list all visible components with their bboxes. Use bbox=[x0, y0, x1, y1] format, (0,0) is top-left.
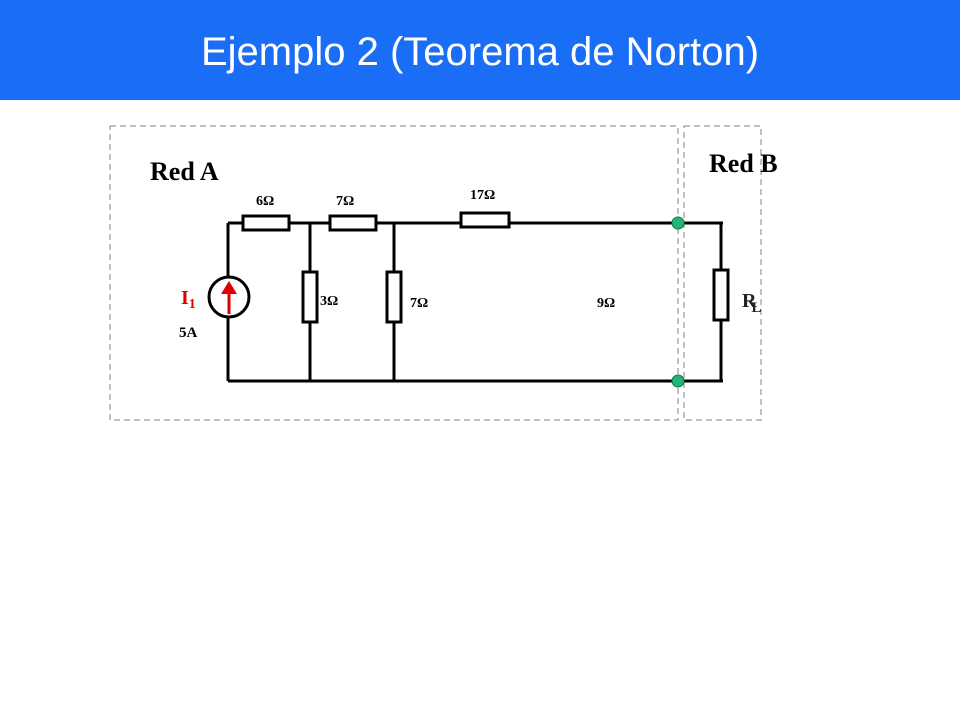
resistor-6ohm-label: 6Ω bbox=[256, 194, 274, 209]
current-source-arrow-icon bbox=[221, 281, 237, 314]
load-label: RL bbox=[742, 290, 761, 316]
resistor-7ohm-series bbox=[328, 214, 378, 232]
network-b-box bbox=[683, 125, 762, 421]
source-label: I1 bbox=[181, 287, 196, 312]
source-subscript: 1 bbox=[189, 297, 196, 312]
resistor-load bbox=[712, 268, 730, 322]
resistor-3ohm-label: 3Ω bbox=[320, 294, 338, 309]
network-b-label: Red B bbox=[709, 149, 778, 178]
network-a-box bbox=[109, 125, 679, 421]
resistor-7ohm-shunt bbox=[385, 270, 403, 324]
title-bar: Ejemplo 2 (Teorema de Norton) bbox=[0, 0, 960, 100]
terminal-bottom bbox=[671, 374, 685, 388]
resistor-7ohm-series-label: 7Ω bbox=[336, 194, 354, 209]
resistor-3ohm bbox=[301, 270, 319, 324]
terminal-top bbox=[671, 216, 685, 230]
resistor-9ohm-label: 9Ω bbox=[597, 296, 615, 311]
resistor-17ohm-label: 17Ω bbox=[470, 188, 495, 203]
page-title: Ejemplo 2 (Teorema de Norton) bbox=[200, 29, 760, 74]
source-value-label: 5A bbox=[179, 325, 198, 341]
resistor-7ohm-shunt-label: 7Ω bbox=[410, 296, 428, 311]
network-a-label: Red A bbox=[150, 157, 219, 186]
source-name: I bbox=[181, 287, 189, 309]
resistor-6ohm bbox=[241, 214, 291, 232]
load-name: R bbox=[742, 290, 757, 312]
load-subscript: L bbox=[751, 300, 761, 316]
resistor-17ohm bbox=[459, 211, 511, 229]
